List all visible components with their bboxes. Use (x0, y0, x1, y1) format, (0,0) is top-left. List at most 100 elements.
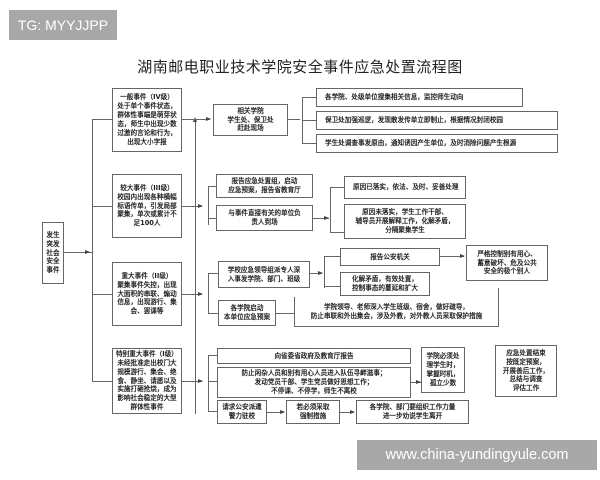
step-box: 学生处调查事发原由，通知诱因产生单位，及时消除问题产生根源 (316, 134, 558, 153)
connector (92, 381, 112, 382)
connector (324, 286, 340, 287)
police-request-box: 请求公安派遣 警力驻校 (217, 400, 267, 424)
connector (324, 256, 340, 257)
arrow-icon (85, 250, 90, 254)
report-gov-label: 向省委省政府及教育厅报告 (274, 351, 354, 360)
level-iii-box: 较大事件（III级） 校园内出现各种横幅 标语传单，引发局部 聚集，单次或累计不… (112, 174, 182, 238)
report-box: 报告应急处置组，启动 应急预案，报告省教育厅 (216, 174, 313, 198)
connector (208, 355, 217, 356)
connector (302, 143, 316, 144)
guidance-box: 学院领导、老师深入学生班级、宿舍，做好疏导， 防止串联和外出集会，涉及外教，对外… (294, 297, 499, 327)
must-box: 学院必须处 理学生时， 掌握时机， 孤立少数 (421, 347, 465, 393)
connector (182, 119, 210, 120)
connector (208, 273, 209, 313)
connector (92, 206, 112, 207)
connector (340, 412, 354, 413)
watermark-top: TG: MYYJJPP (9, 10, 117, 40)
connector (310, 273, 322, 274)
connector (276, 313, 296, 314)
connector (330, 187, 344, 188)
report-gov-box: 向省委省政府及教育厅报告 (217, 348, 411, 364)
connector (330, 232, 344, 233)
level-i-label: 特别重大事件（I级） 未经批准走出校门大 规模游行、集会、绝 食、静坐、请愿以及… (116, 349, 178, 412)
persuade-box: 各学院、部门要组织工作力量 进一步劝说学生离开 (356, 400, 469, 424)
connector (182, 381, 202, 382)
connector (267, 412, 284, 413)
step-box: 保卫处加强巡逻，发现散发传单立即制止，根据情况封闭校园 (316, 111, 558, 130)
step-label: 保卫处加强巡逻，发现散发传单立即制止，根据情况封闭校园 (325, 116, 504, 125)
respond-label: 相关学院 学生处、保卫处 赶赴现场 (227, 106, 274, 133)
level-ii-box: 重大事件（II级） 聚集事件失控，出现 大面积的串联、煽动 信息，出现游行、集 … (112, 262, 182, 326)
end-label: 应急处置结束 按既定预案， 开展善后工作， 总结与调查 评估工作 (502, 348, 550, 393)
outcome-label: 原因已落实，依法、及时、妥善处理 (353, 183, 459, 192)
arrow-icon (318, 271, 323, 275)
step-box: 各学院、处级单位搜集相关信息，监控师生动向 (316, 88, 523, 107)
start-node: 发生 突发 社会 安全 事件 (42, 222, 64, 284)
outcome-box: 原因未落实，学生工作干部、 辅导员开展解释工作，化解矛盾， 分隔聚集学生 (344, 204, 466, 239)
control-label: 严格控制别有用心、 蓄意破坏、危及公共 安全的极个别人 (477, 249, 537, 276)
connector (302, 97, 316, 98)
end-box: 应急处置结束 按既定预案， 开展善后工作， 总结与调查 评估工作 (495, 345, 557, 397)
arrow-icon (206, 117, 211, 121)
connector (208, 186, 216, 187)
connector (208, 355, 209, 411)
police-box: 报告公安机关 (340, 248, 440, 266)
connector (288, 119, 300, 120)
connector (208, 218, 216, 219)
connector (92, 119, 112, 120)
respond-box: 相关学院 学生处、保卫处 赶赴现场 (213, 104, 288, 136)
control-box: 严格控制别有用心、 蓄意破坏、危及公共 安全的极个别人 (466, 245, 548, 281)
connector (208, 186, 209, 225)
prevent-label: 防止闲杂人员和别有用心人员进入队伍寻衅滋事； 发动党员干部、学生党员做好思想工作… (241, 369, 387, 395)
connector (302, 120, 316, 121)
college-start-label: 各学院启动 本单位应急预案 (223, 304, 271, 321)
connector (92, 119, 93, 381)
resolve-label: 化解矛盾，有效处置， 控制事态的蔓延和扩大 (352, 275, 418, 292)
connector (182, 294, 202, 295)
connector (182, 206, 202, 207)
outcome-box: 原因已落实，依法、及时、妥善处理 (344, 176, 466, 199)
arrow-icon (324, 216, 329, 220)
arrive-label: 与事件直接有关的单位负 责人到场 (228, 209, 301, 226)
watermark-bottom: www.china-yundingyule.com (357, 440, 597, 470)
report-label: 报告应急处置组，启动 应急预案，报告省教育厅 (228, 177, 301, 194)
level-iv-box: 一般事件（IV级） 处于单个事件状态， 群体性事端是萌芽状 态，师生中出现少数 … (112, 88, 182, 152)
police-request-label: 请求公安派遣 警力驻校 (222, 403, 262, 420)
connector (208, 411, 217, 412)
connector (324, 256, 325, 288)
guidance-label: 学院领导、老师深入学生班级、宿舍，做好疏导， 防止串联和外出集会，涉及外教，对外… (310, 302, 483, 320)
persuade-label: 各学院、部门要组织工作力量 进一步劝说学生离开 (369, 403, 456, 420)
connector (64, 252, 92, 253)
force-label: 若必须采取 强制措施 (296, 403, 330, 420)
arrow-icon (198, 292, 203, 296)
page-title: 湖南邮电职业技术学院安全事件应急处置流程图 (137, 58, 463, 76)
police-label: 报告公安机关 (370, 252, 410, 261)
level-iv-label: 一般事件（IV级） 处于单个事件状态， 群体性事端是萌芽状 态，师生中出现少数 … (117, 93, 177, 146)
arrow-icon (198, 379, 203, 383)
step-label: 学生处调查事发原由，通知诱因产生单位，及时消除问题产生根源 (325, 139, 517, 148)
connector (92, 294, 112, 295)
outcome-label: 原因未落实，学生工作干部、 辅导员开展解释工作，化解矛盾， 分隔聚集学生 (355, 208, 455, 234)
connector (330, 187, 331, 232)
lead-label: 学校应急领导组派专人深 入事发学院、部门、班级 (227, 265, 301, 283)
level-iii-label: 较大事件（III级） 校园内出现各种横幅 标语传单，引发局部 聚集，单次或累计不… (117, 183, 177, 228)
resolve-box: 化解矛盾，有效处置， 控制事态的蔓延和扩大 (340, 272, 430, 296)
force-box: 若必须采取 强制措施 (286, 400, 340, 424)
must-label: 学院必须处 理学生时， 掌握时机， 孤立少数 (426, 352, 460, 387)
level-i-box: 特别重大事件（I级） 未经批准走出校门大 规模游行、集会、绝 食、静坐、请愿以及… (112, 348, 182, 414)
start-label: 发生 突发 社会 安全 事件 (46, 230, 60, 275)
arrow-icon (416, 380, 421, 384)
connector (440, 256, 464, 257)
connector (498, 288, 499, 298)
arrow-icon (460, 254, 465, 258)
arrive-box: 与事件直接有关的单位负 责人到场 (216, 205, 313, 231)
connector (208, 273, 218, 274)
connector (208, 381, 217, 382)
level-ii-label: 重大事件（II级） 聚集事件失控，出现 大面积的串联、煽动 信息，出现游行、集 … (117, 271, 177, 316)
connector (195, 122, 196, 414)
prevent-box: 防止闲杂人员和别有用心人员进入队伍寻衅滋事； 发动党员干部、学生党员做好思想工作… (217, 367, 411, 398)
connector (313, 218, 329, 219)
lead-box: 学校应急领导组派专人深 入事发学院、部门、班级 (218, 261, 310, 288)
step-label: 各学院、处级单位搜集相关信息，监控师生动向 (325, 93, 464, 102)
arrow-icon (350, 410, 355, 414)
